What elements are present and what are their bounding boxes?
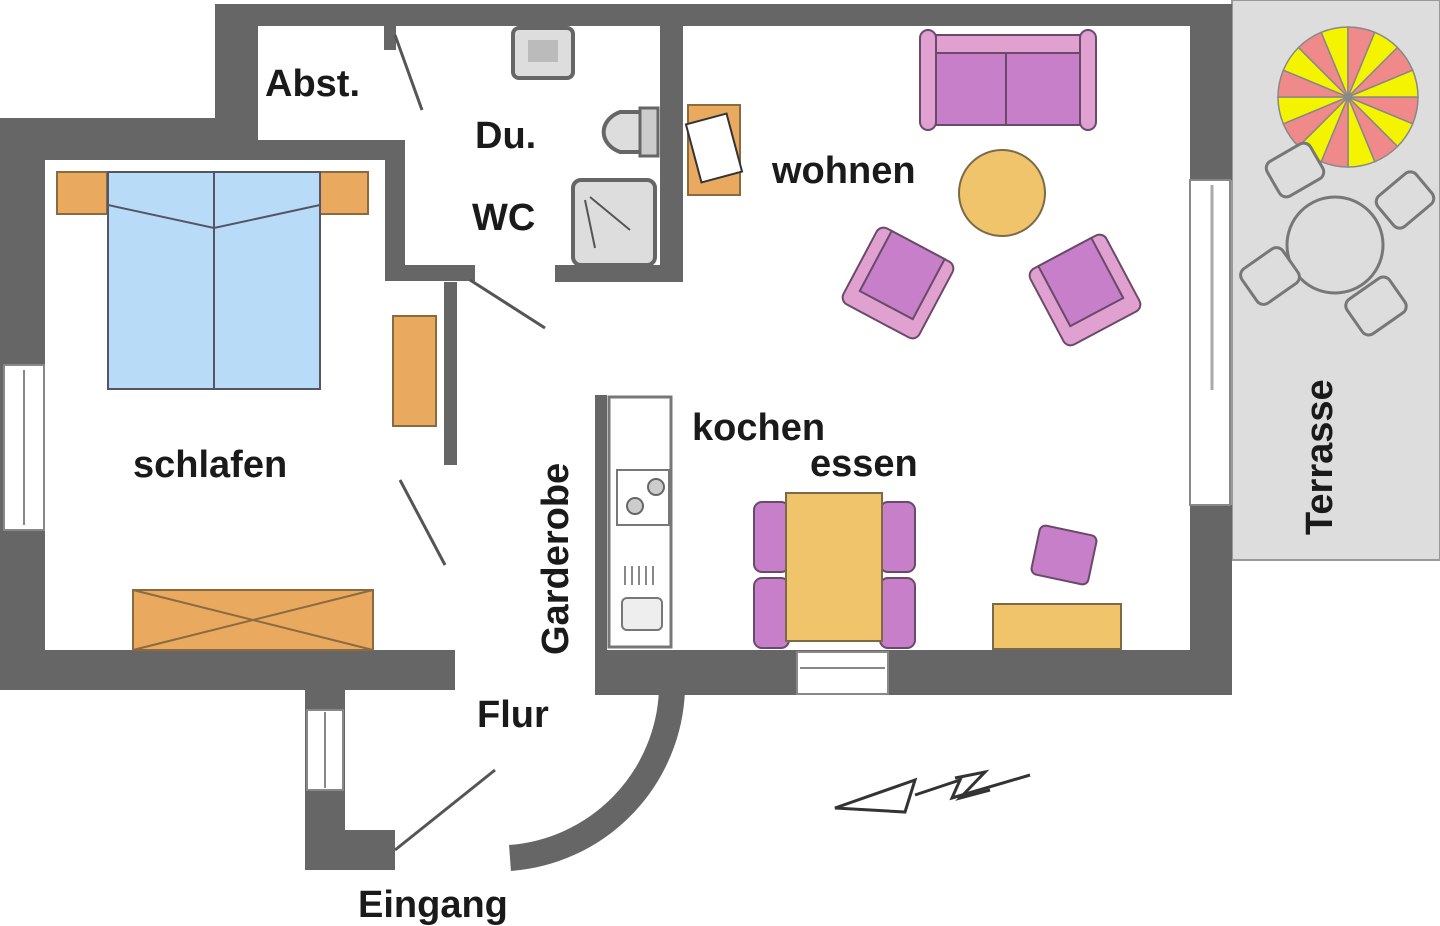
- room-labels: Abst. Du. WC wohnen schlafen kochen esse…: [133, 63, 918, 926]
- dining-furniture: [753, 492, 1122, 650]
- label-terrasse: Terrasse: [1299, 379, 1341, 535]
- label-abstell: Abst.: [265, 63, 360, 105]
- bathroom-fixtures: [511, 26, 660, 267]
- label-essen: essen: [810, 443, 918, 485]
- sofa: [919, 29, 1097, 131]
- toilet: [601, 110, 652, 154]
- umbrella-segment: [1347, 69, 1419, 98]
- armchair-right: [1028, 233, 1142, 347]
- terrace-chairs: [1239, 141, 1436, 337]
- bedroom-furniture: [56, 171, 437, 651]
- coffee-table: [958, 149, 1046, 237]
- label-flur: Flur: [477, 694, 549, 736]
- armchair-left: [841, 226, 955, 340]
- label-garderobe: Garderobe: [535, 463, 577, 655]
- stool: [1030, 524, 1098, 586]
- terrace-table: [1285, 195, 1385, 295]
- terrace: Terrasse: [1231, 0, 1440, 561]
- umbrella: [1277, 26, 1419, 168]
- label-wc: WC: [472, 197, 535, 239]
- walls: [0, 4, 1232, 871]
- windows: [3, 179, 1231, 791]
- stove: [616, 469, 670, 526]
- kitchen: [607, 395, 673, 649]
- doors: [393, 34, 546, 852]
- dining-table: [785, 492, 883, 642]
- bedroom-cabinet: [392, 315, 437, 427]
- label-wohnen: wohnen: [771, 150, 916, 192]
- living-furniture: [684, 29, 1142, 347]
- label-kochen: kochen: [692, 407, 825, 449]
- shower: [571, 178, 657, 267]
- label-schlafen: schlafen: [133, 444, 287, 486]
- label-dusche: Du.: [475, 115, 536, 157]
- north-arrow-icon: [834, 769, 1031, 814]
- sideboard: [992, 603, 1122, 650]
- label-eingang: Eingang: [358, 884, 508, 926]
- kitchen-sink: [621, 597, 663, 631]
